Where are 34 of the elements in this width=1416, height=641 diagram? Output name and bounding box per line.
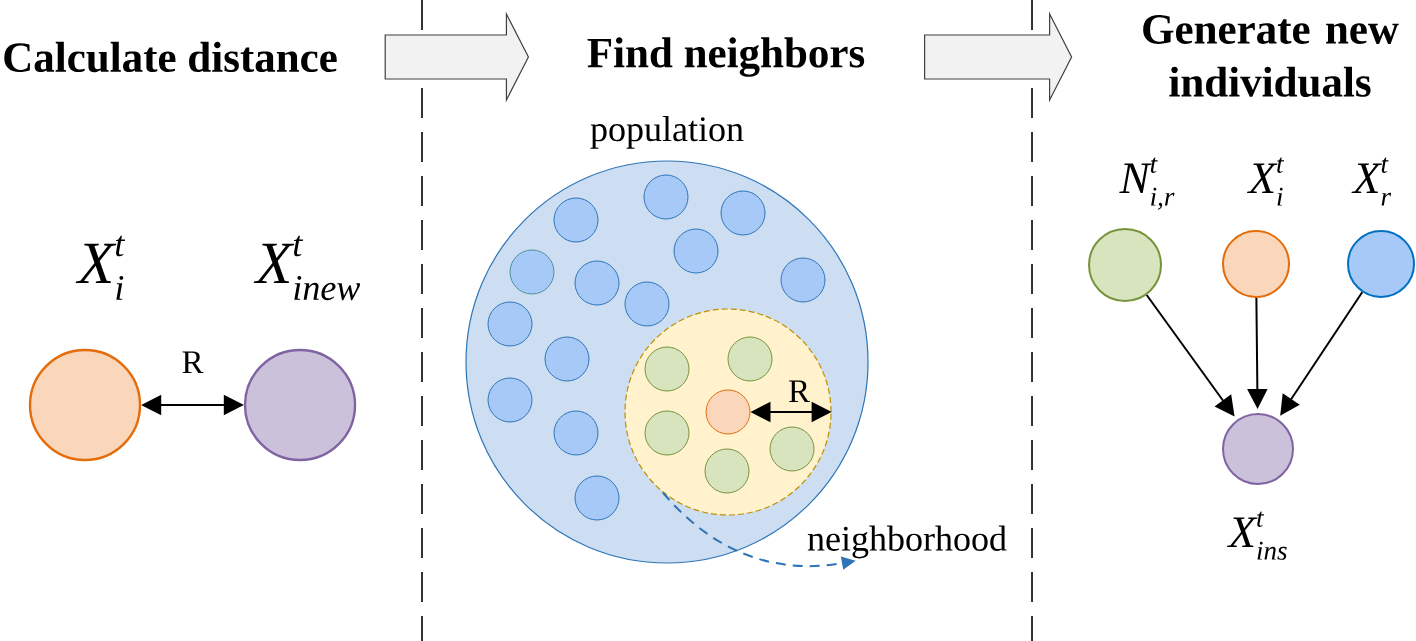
circle <box>487 301 533 347</box>
heading: Calculate distance <box>4 41 337 73</box>
symbol-label: X$^{t}$ins <box>1227 511 1287 560</box>
circle <box>509 249 555 295</box>
circle <box>644 410 690 456</box>
circle <box>720 190 766 236</box>
block-arrow <box>384 11 530 103</box>
symbol-label: X$^{t}$i <box>75 235 126 300</box>
circle <box>769 426 815 472</box>
circle <box>487 377 533 423</box>
circle <box>727 336 773 382</box>
symbol-label: N$^{t}$i,r <box>1119 157 1175 210</box>
edge-label: R <box>789 380 810 402</box>
symbol-label: X$^{t}$inew <box>253 235 361 301</box>
heading: Generate new individuals <box>1143 15 1399 97</box>
heading: Find neighbors <box>587 37 865 77</box>
circle <box>643 174 689 220</box>
circle <box>553 410 599 456</box>
text-label: neighborhood <box>807 525 1007 559</box>
block-arrow <box>924 11 1073 103</box>
circle <box>704 448 750 494</box>
symbol-label: X$^{t}$r <box>1351 157 1392 206</box>
edge-label: R <box>182 351 204 373</box>
circle <box>574 260 620 306</box>
circle <box>780 257 826 303</box>
symbol-label: X$^{t}$i <box>1247 157 1285 206</box>
circle <box>644 346 690 392</box>
circle <box>574 475 620 521</box>
text-label: population <box>590 116 744 149</box>
circle <box>553 197 599 243</box>
circle <box>705 389 751 435</box>
circle <box>673 228 719 274</box>
circle <box>544 336 590 382</box>
circle <box>624 281 670 327</box>
